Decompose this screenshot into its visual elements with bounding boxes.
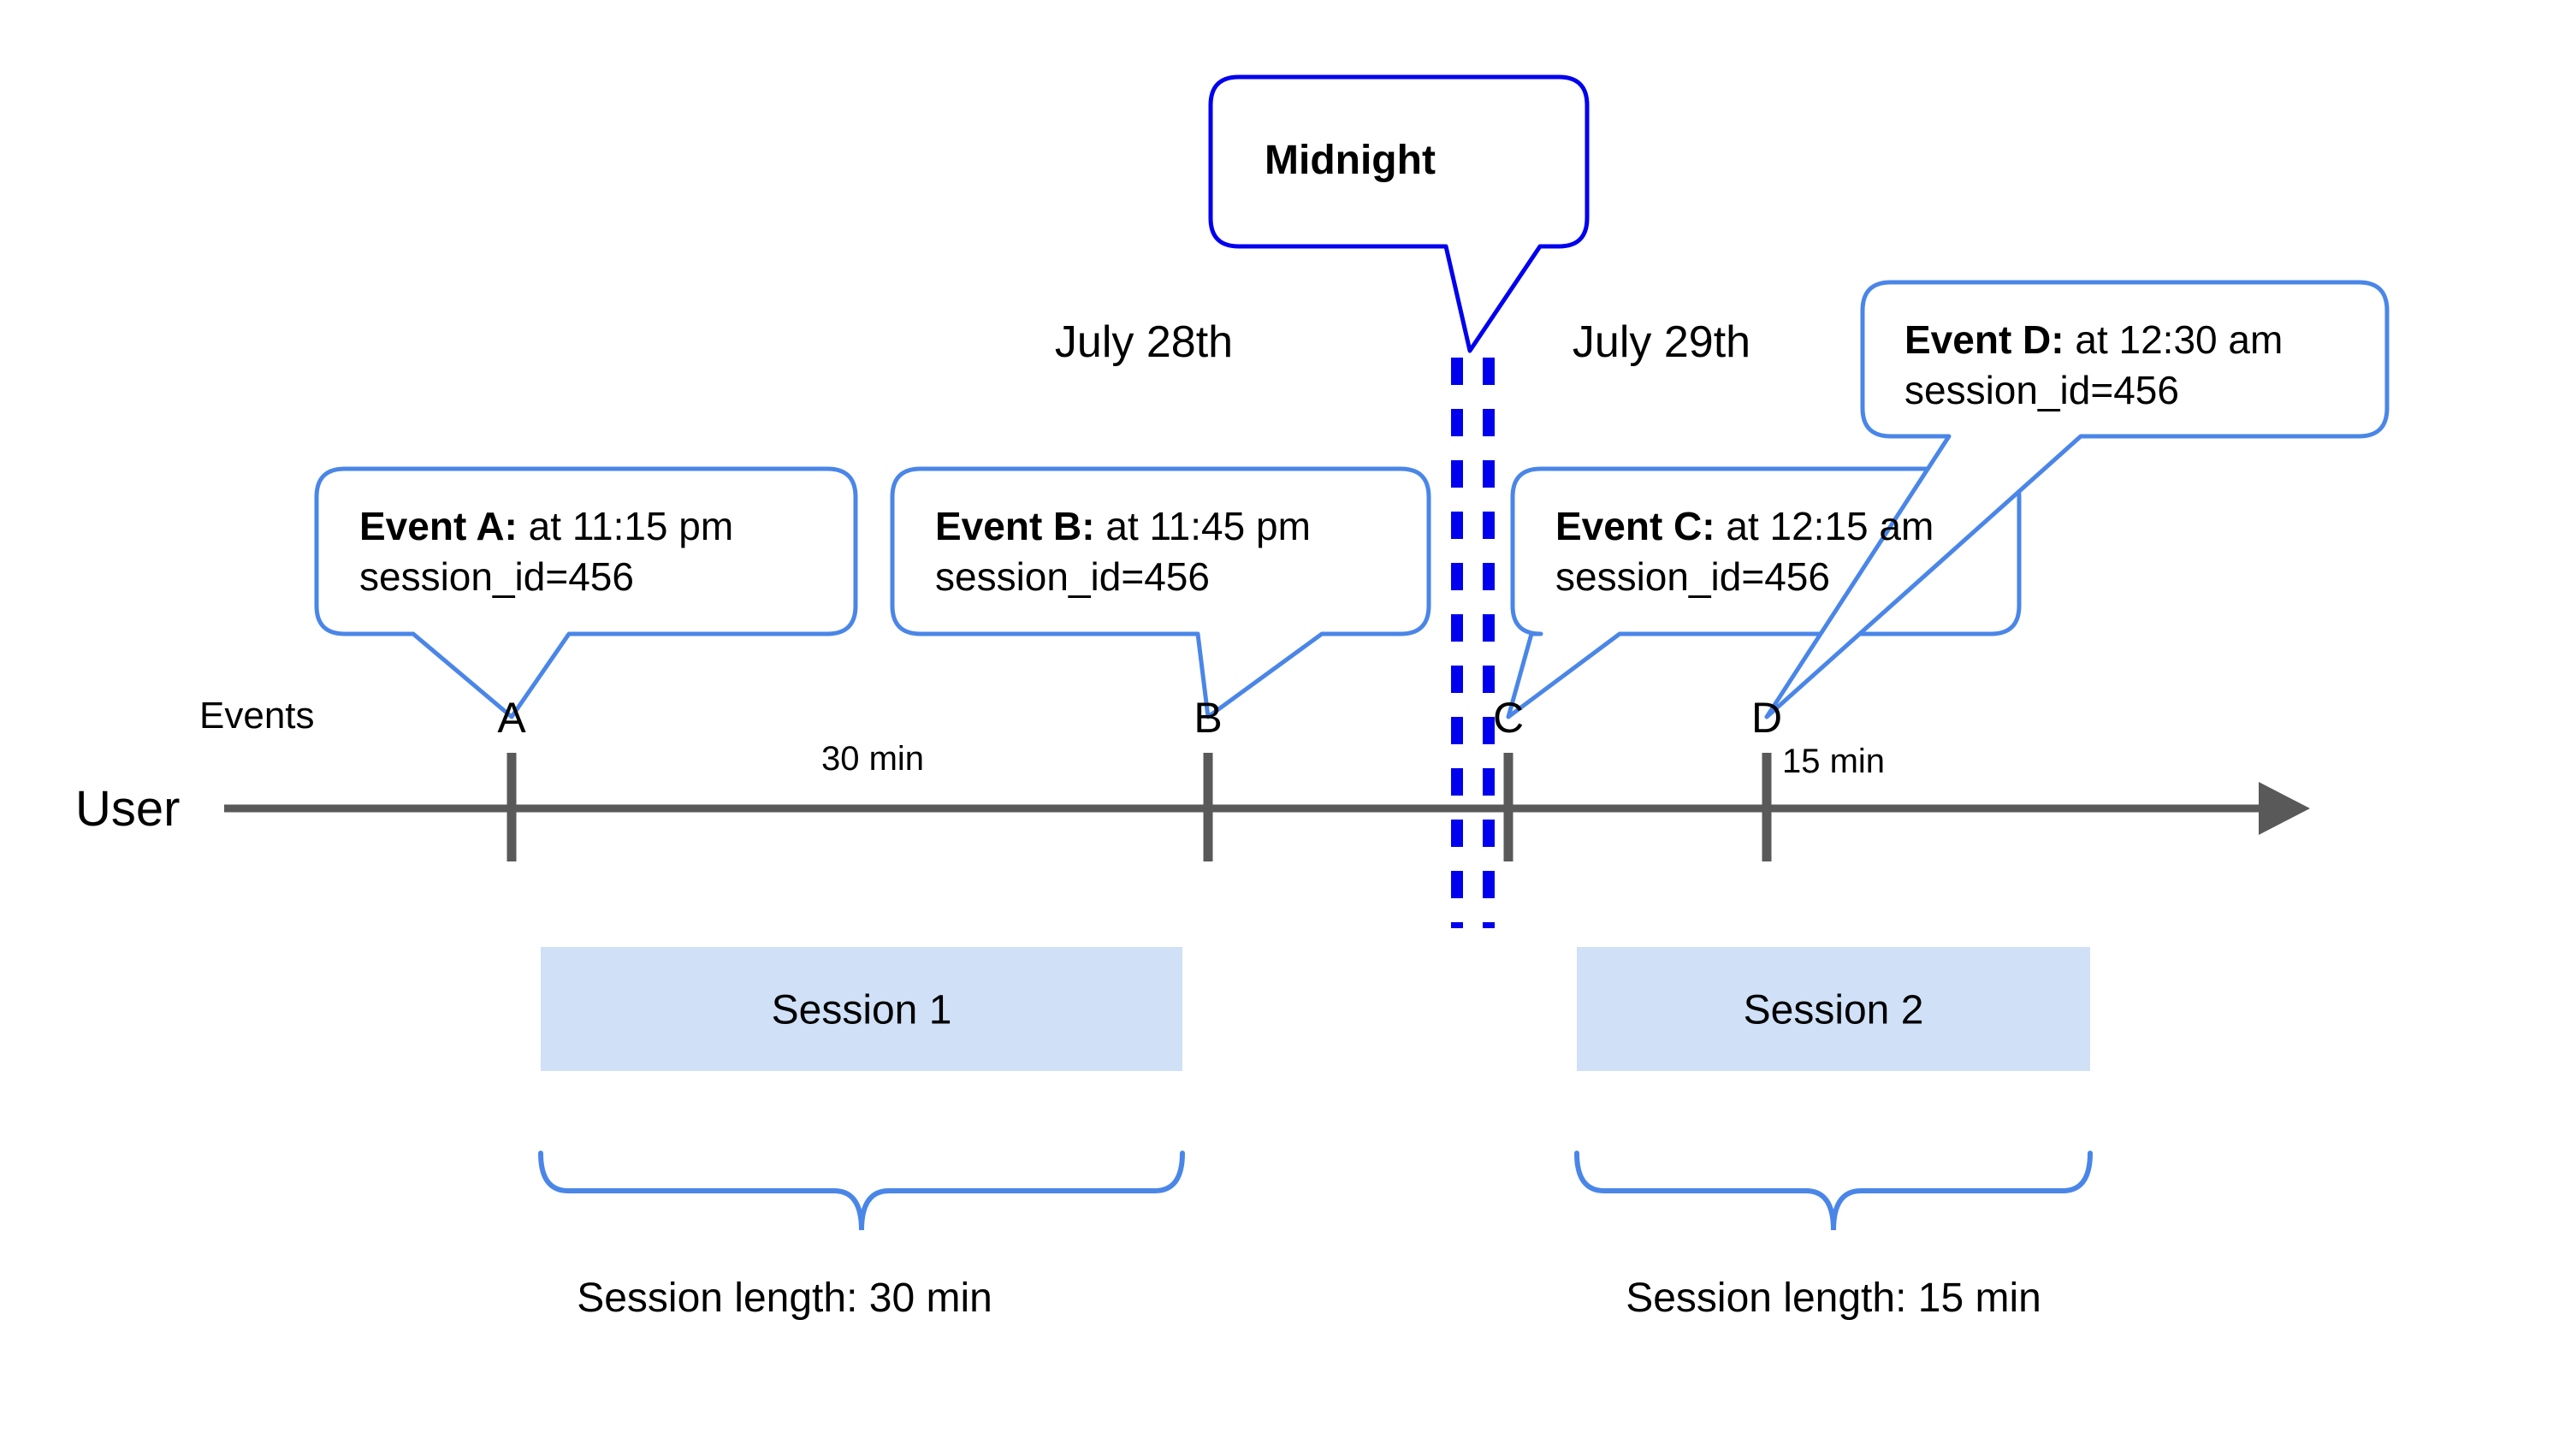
event-d-bold-label: Event D: — [1904, 317, 2064, 362]
event-b-session-label: session_id=456 — [935, 553, 1210, 599]
event-marker-letter-a: A — [497, 694, 526, 742]
session-2-length-label: Session length: 15 min — [1626, 1275, 2041, 1321]
session-2-label: Session 2 — [1743, 987, 1924, 1033]
gap-label-30-min: 30 min — [820, 740, 925, 778]
timeline-arrow-head — [2259, 782, 2310, 835]
event-c-session-label: session_id=456 — [1555, 553, 1830, 599]
event-b-bold-label: Event B: — [935, 504, 1095, 548]
midnight-callout-label: Midnight — [1265, 138, 1436, 183]
event-a-callout-text: Event A: at 11:15 pm session_id=456 — [359, 501, 733, 602]
event-d-callout-text: Event D: at 12:30 am session_id=456 — [1904, 315, 2283, 416]
session-1-bar — [541, 947, 1182, 1071]
session-2-bar — [1577, 947, 2090, 1071]
event-d-session-label: session_id=456 — [1904, 367, 2179, 412]
session-1-brace — [538, 1151, 1185, 1231]
session-1-label: Session 1 — [771, 987, 952, 1033]
event-d-time-label: at 12:30 am — [2064, 317, 2283, 362]
event-marker-letter-b: B — [1194, 694, 1223, 742]
event-b-callout-text: Event B: at 11:45 pm session_id=456 — [935, 501, 1311, 602]
event-c-time-label: at 12:15 am — [1715, 504, 1934, 548]
event-a-session-label: session_id=456 — [359, 553, 634, 599]
midnight-callout-shape — [1208, 74, 1590, 353]
events-row-label: Events — [199, 695, 315, 737]
date-label-july-28: July 28th — [1054, 317, 1234, 367]
event-marker-letter-c: C — [1492, 694, 1525, 742]
event-b-callout-shape — [890, 466, 1431, 719]
event-a-bold-label: Event A: — [359, 504, 518, 548]
gap-label-15-min: 15 min — [1781, 743, 1886, 780]
session-2-brace — [1574, 1151, 2093, 1231]
user-row-label: User — [75, 781, 181, 837]
event-c-callout-text: Event C: at 12:15 am session_id=456 — [1555, 501, 1934, 602]
session-1-length-label: Session length: 30 min — [577, 1275, 992, 1321]
event-c-bold-label: Event C: — [1555, 504, 1715, 548]
event-marker-letter-d: D — [1750, 694, 1783, 742]
event-a-callout-shape — [314, 466, 858, 719]
event-b-time-label: at 11:45 pm — [1094, 504, 1311, 548]
event-d-callout-shape — [1764, 280, 2390, 719]
date-label-july-29: July 29th — [1572, 317, 1751, 367]
event-a-time-label: at 11:15 pm — [517, 504, 734, 548]
